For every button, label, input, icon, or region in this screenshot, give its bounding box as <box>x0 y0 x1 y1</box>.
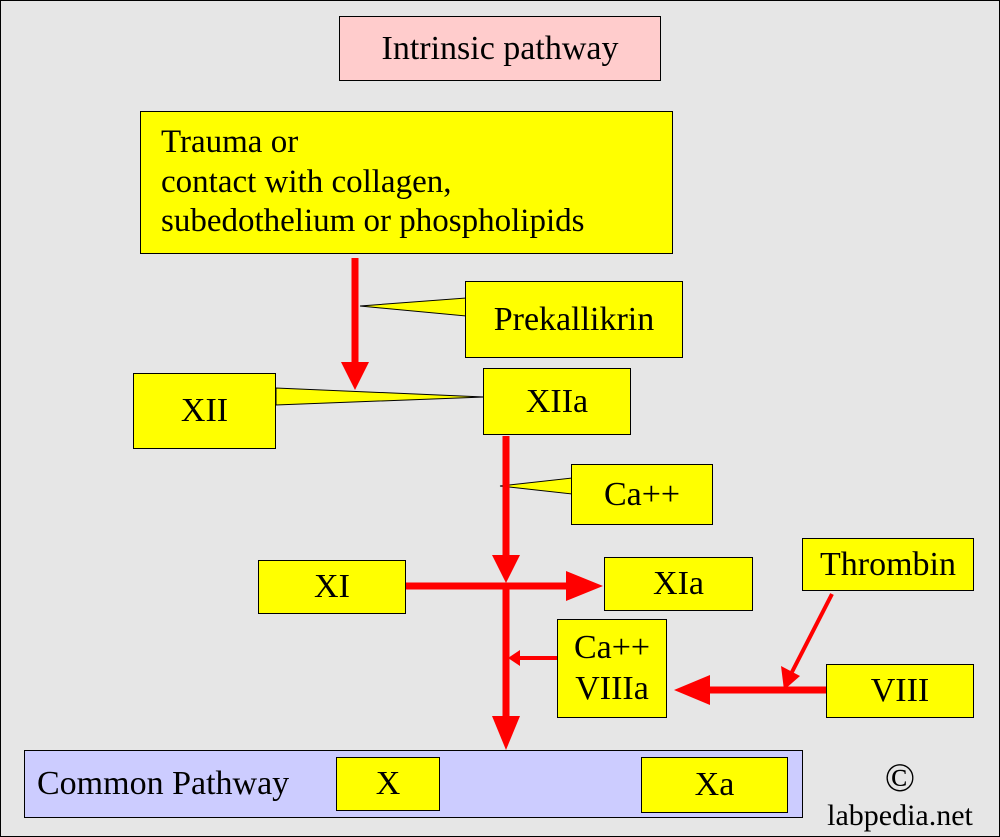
watermark-site: labpedia.net <box>827 799 973 832</box>
viii-label: VIII <box>870 672 930 710</box>
watermark: © labpedia.net <box>800 758 1000 834</box>
thrombin-to-viii-arrow-shaft <box>790 593 834 673</box>
trauma-line-1: Trauma or <box>161 124 299 161</box>
ca-label-1: Ca++ <box>603 475 681 513</box>
xa-label: Xa <box>694 766 735 804</box>
trauma-line-2: contact with collagen, <box>161 163 452 200</box>
trauma-to-xii-arrowhead <box>341 362 369 390</box>
prekallikrin-label: Prekallikrin <box>493 300 655 338</box>
xii-xiia-callout-pointer <box>275 387 485 406</box>
xia-label: XIa <box>653 565 704 603</box>
x-label: X <box>375 765 401 803</box>
xiia-label: XIIa <box>525 382 589 420</box>
viii-to-viiia-arrowhead <box>674 675 710 705</box>
copyright-symbol: © <box>884 755 916 800</box>
ca-callout-pointer <box>499 477 573 495</box>
prekallikrin-callout-pointer <box>359 297 467 317</box>
xiia-box: XIIa <box>483 368 631 435</box>
ca-viiia-box: Ca++ VIIIa <box>557 619 667 718</box>
xii-box: XII <box>133 373 276 449</box>
xi-to-xia-arrowhead <box>566 571 603 601</box>
page-title: Intrinsic pathway <box>381 29 619 67</box>
x-box: X <box>336 757 440 811</box>
thrombin-box: Thrombin <box>802 538 974 591</box>
viiia-label: VIIIa <box>575 669 649 707</box>
trauma-box: Trauma or contact with collagen, subedot… <box>140 111 673 254</box>
xiia-down-arrowhead <box>492 555 520 583</box>
title-box: Intrinsic pathway <box>339 16 661 81</box>
thrombin-to-viii-arrowhead <box>781 666 800 690</box>
ca-label-2: Ca++ <box>573 628 651 666</box>
xia-box: XIa <box>604 557 753 611</box>
prekallikrin-box: Prekallikrin <box>465 281 683 358</box>
xa-box: Xa <box>641 757 788 813</box>
xii-label: XII <box>180 392 229 430</box>
xi-box: XI <box>258 560 406 614</box>
trauma-line-3: subedothelium or phospholipids <box>161 203 585 240</box>
xi-label: XI <box>314 568 350 606</box>
thrombin-label: Thrombin <box>820 545 956 583</box>
viii-box: VIII <box>826 664 974 718</box>
main-to-x-arrowhead <box>492 716 520 750</box>
common-pathway-label: Common Pathway <box>37 765 290 803</box>
viiia-to-main-arrowhead <box>508 650 520 666</box>
ca-box-1: Ca++ <box>571 464 713 525</box>
